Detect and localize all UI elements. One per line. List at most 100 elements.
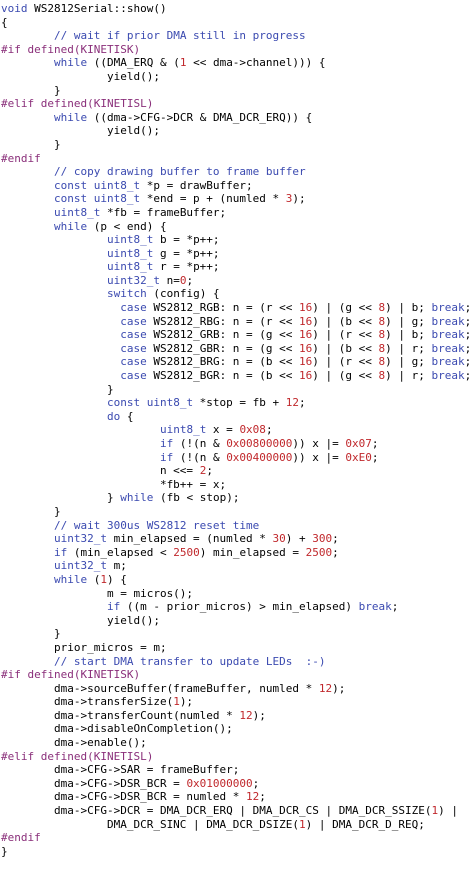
code-line: const uint8_t *stop = fb + 12; [0, 396, 474, 410]
code-line: #if defined(KINETISK) [0, 668, 474, 682]
keyword-token: while [53, 110, 88, 124]
number-token: 12 [318, 681, 333, 695]
code-line: #elif defined(KINETISL) [0, 97, 474, 111]
code-line: DMA_DCR_SINC | DMA_DCR_DSIZE(1) | DMA_DC… [0, 818, 474, 832]
code-text [1, 655, 54, 668]
code-text: { [1, 15, 8, 29]
comment-token: // copy drawing buffer to frame buffer [53, 165, 306, 179]
code-text [1, 342, 120, 355]
code-text [1, 559, 54, 572]
code-text: { [120, 409, 134, 423]
code-text: WS2812_GRB: n = (g << [146, 328, 300, 342]
code-text: } [1, 137, 61, 151]
code-text: WS2812_BGR: n = (b << [146, 369, 300, 383]
number-token: 3 [285, 192, 293, 206]
code-line: *fb++ = x; [0, 478, 474, 492]
code-text: ) { [106, 572, 127, 586]
code-text: *p = drawBuffer; [140, 178, 253, 192]
code-text: ) | r; [385, 369, 432, 383]
code-text: dma->transferSize( [1, 695, 174, 709]
code-text [1, 423, 160, 436]
number-token: 12 [246, 790, 260, 804]
code-line: dma->sourceBuffer(frameBuffer, numled * … [0, 682, 474, 696]
code-text: ; [332, 545, 339, 559]
code-text: ) | b; [385, 328, 432, 342]
keyword-token: case [120, 341, 147, 355]
type-token: uint8_t [106, 246, 154, 260]
code-text: )) x |= [292, 450, 346, 464]
code-text: ); [292, 192, 306, 206]
code-text: ; [464, 369, 472, 383]
type-token: uint8_t [106, 233, 154, 247]
code-line: const uint8_t *p = drawBuffer; [0, 179, 474, 193]
code-text: ) | (g << [312, 301, 379, 315]
code-text: (!(n & [173, 450, 227, 464]
code-line: dma->CFG->DCR = DMA_DCR_ERQ | DMA_DCR_CS… [0, 804, 474, 818]
number-token: 8 [378, 301, 386, 315]
code-text: ; [186, 273, 194, 287]
keyword-token: case [120, 328, 147, 342]
code-text: (!(n & [173, 437, 227, 450]
code-text [1, 519, 54, 532]
code-text: *fb = frameBuffer; [100, 205, 227, 219]
code-text: ; [371, 450, 379, 464]
code-text: ) + [285, 532, 313, 546]
code-text: ((m - prior_micros) > min_elapsed) [120, 600, 359, 614]
number-token: 0 [179, 273, 187, 287]
number-token: 16 [299, 355, 313, 369]
number-token: 1 [173, 695, 180, 709]
code-text: } [1, 504, 61, 518]
code-text: dma->CFG->SAR = frameBuffer; [1, 763, 240, 777]
number-token: 0x01000000 [186, 776, 253, 790]
code-text: ) | g; [385, 314, 432, 328]
keyword-token: case [120, 301, 147, 315]
number-token: 0x00400000 [226, 450, 293, 464]
code-text: g = *p++; [153, 246, 220, 260]
code-text: ; [371, 437, 379, 450]
keyword-token: if [106, 600, 121, 614]
code-text: )) x |= [292, 437, 346, 450]
keyword-token: case [120, 369, 147, 383]
code-line: uint32_t n=0; [0, 274, 474, 288]
preprocessor-token: #if defined(KINETISK) [1, 668, 141, 682]
code-text: WS2812_RBG: n = (r << [146, 314, 300, 328]
code-text: } [1, 382, 114, 396]
number-token: 16 [299, 369, 313, 383]
code-text: m = micros(); [1, 586, 194, 600]
code-line: { [0, 16, 474, 30]
code-line: uint8_t b = *p++; [0, 233, 474, 247]
preprocessor-token: #if defined(KINETISK) [1, 42, 141, 56]
code-text: b = *p++; [153, 233, 220, 247]
code-text: ; [265, 423, 273, 437]
comment-token: // wait 300us WS2812 reset time [53, 518, 260, 532]
code-text [1, 260, 107, 273]
code-text: ; [464, 301, 472, 315]
code-line: dma->CFG->SAR = frameBuffer; [0, 763, 474, 777]
code-line: #endif [0, 152, 474, 166]
code-text: ); [252, 708, 266, 722]
keyword-token: switch [106, 287, 147, 301]
code-text: WS2812_RGB: n = (r << [146, 301, 300, 315]
code-text [1, 532, 54, 545]
number-token: 16 [299, 341, 313, 355]
keyword-token: if [53, 545, 68, 559]
code-line: } [0, 383, 474, 397]
code-text: yield(); [1, 69, 160, 83]
code-text: ; [391, 600, 399, 614]
keyword-token: break [431, 369, 465, 383]
code-text [1, 410, 107, 423]
code-line: uint8_t *fb = frameBuffer; [0, 206, 474, 220]
keyword-token: break [431, 328, 465, 342]
comment-token: // wait if prior DMA still in progress [53, 29, 306, 43]
number-token: 8 [378, 369, 386, 383]
code-text: DMA_DCR_SINC | DMA_DCR_DSIZE( [1, 817, 300, 831]
keyword-token: break [431, 341, 465, 355]
number-token: 0xE0 [345, 450, 372, 464]
code-text: ( [87, 572, 101, 586]
code-text [1, 315, 120, 328]
type-token: uint8_t [159, 423, 207, 437]
code-text: ); [332, 681, 346, 695]
code-text [1, 396, 107, 409]
code-text: ; [464, 328, 472, 342]
